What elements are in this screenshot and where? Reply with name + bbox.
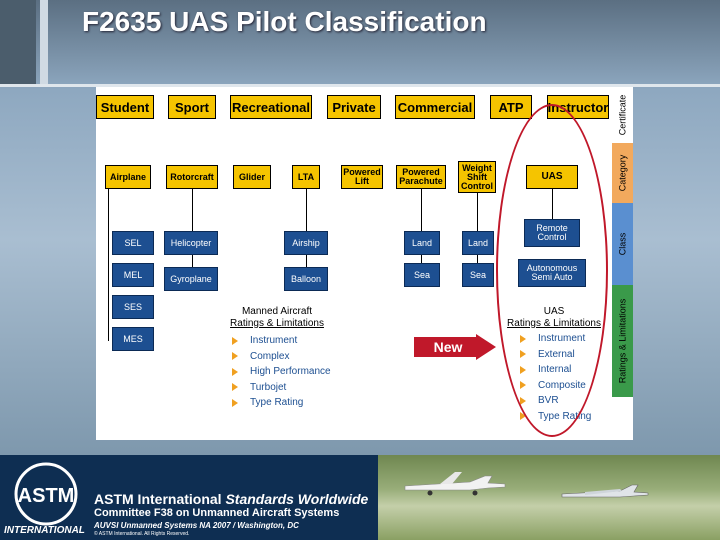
cert-atp: ATP [490, 95, 532, 119]
class-pp-land: Land [404, 231, 440, 255]
cat-airplane: Airplane [105, 165, 151, 189]
event-name: AUVSI Unmanned Systems NA 2007 / Washing… [94, 521, 299, 530]
logo-caption: INTERNATIONAL [4, 525, 85, 536]
bullet-arrow-icon [232, 352, 238, 361]
slide-title: F2635 UAS Pilot Classification [82, 6, 487, 37]
title-accent-bar [0, 0, 36, 84]
bullet-arrow-icon [232, 383, 238, 392]
class-mes: MES [112, 327, 154, 351]
cert-commercial: Commercial [395, 95, 475, 119]
cat-lta: LTA [292, 165, 320, 189]
list-item: Instrument [232, 333, 331, 349]
cat-powered-parachute: Powered Parachute [396, 165, 446, 189]
side-label-ratings: Ratings & Limitations [612, 285, 633, 397]
list-item: Turbojet [232, 380, 331, 396]
committee-name: Committee F38 on Unmanned Aircraft Syste… [94, 507, 340, 519]
class-sel: SEL [112, 231, 154, 255]
class-airship: Airship [284, 231, 328, 255]
list-item: Complex [232, 349, 331, 365]
class-ws-land: Land [462, 231, 494, 255]
aircraft-photo [378, 455, 720, 540]
cat-powered-lift: Powered Lift [341, 165, 383, 189]
uav-aircraft-icon [404, 472, 506, 496]
manned-title: Manned Aircraft [241, 306, 313, 317]
manned-subtitle: Ratings & Limitations [230, 317, 324, 329]
bullet-arrow-icon [232, 367, 238, 376]
cert-sport: Sport [168, 95, 216, 119]
bullet-arrow-icon [232, 398, 238, 407]
astm-logo-icon: ASTM [14, 462, 78, 526]
airplane-connector [108, 189, 109, 341]
cat-glider: Glider [233, 165, 271, 189]
classification-diagram: Student Sport Recreational Private Comme… [96, 87, 633, 440]
svg-text:ASTM: ASTM [18, 485, 75, 507]
copyright: © ASTM International. All Rights Reserve… [94, 531, 190, 537]
class-balloon: Balloon [284, 267, 328, 291]
class-ws-sea: Sea [462, 263, 494, 287]
class-helicopter: Helicopter [164, 231, 218, 255]
org-name: ASTM International Standards Worldwide [94, 491, 369, 507]
cat-rotorcraft: Rotorcraft [166, 165, 218, 189]
title-divider [0, 84, 720, 87]
list-item: Type Rating [232, 395, 331, 411]
cert-student: Student [96, 95, 154, 119]
uas-highlight-oval [496, 104, 608, 437]
cert-private: Private [327, 95, 381, 119]
manned-ratings-list: Instrument Complex High Performance Turb… [232, 333, 331, 411]
cert-recreational: Recreational [230, 95, 312, 119]
title-accent-stripe [40, 0, 48, 84]
side-label-category: Category [612, 143, 633, 203]
bullet-arrow-icon [232, 336, 238, 345]
class-pp-sea: Sea [404, 263, 440, 287]
footer-banner [0, 455, 720, 540]
bullet-arrow-icon [520, 412, 526, 421]
new-arrow-icon [414, 334, 496, 360]
cat-weight-shift: Weight Shift Control [458, 161, 496, 193]
side-label-certificate: Certificate [612, 87, 633, 143]
class-ses: SES [112, 295, 154, 319]
uav-glider-icon [561, 484, 649, 498]
manned-section-title: Manned Aircraft Ratings & Limitations [218, 306, 336, 329]
new-label: New [433, 339, 463, 355]
side-label-class: Class [612, 203, 633, 285]
class-mel: MEL [112, 263, 154, 287]
list-item: High Performance [232, 364, 331, 380]
class-gyroplane: Gyroplane [164, 267, 218, 291]
